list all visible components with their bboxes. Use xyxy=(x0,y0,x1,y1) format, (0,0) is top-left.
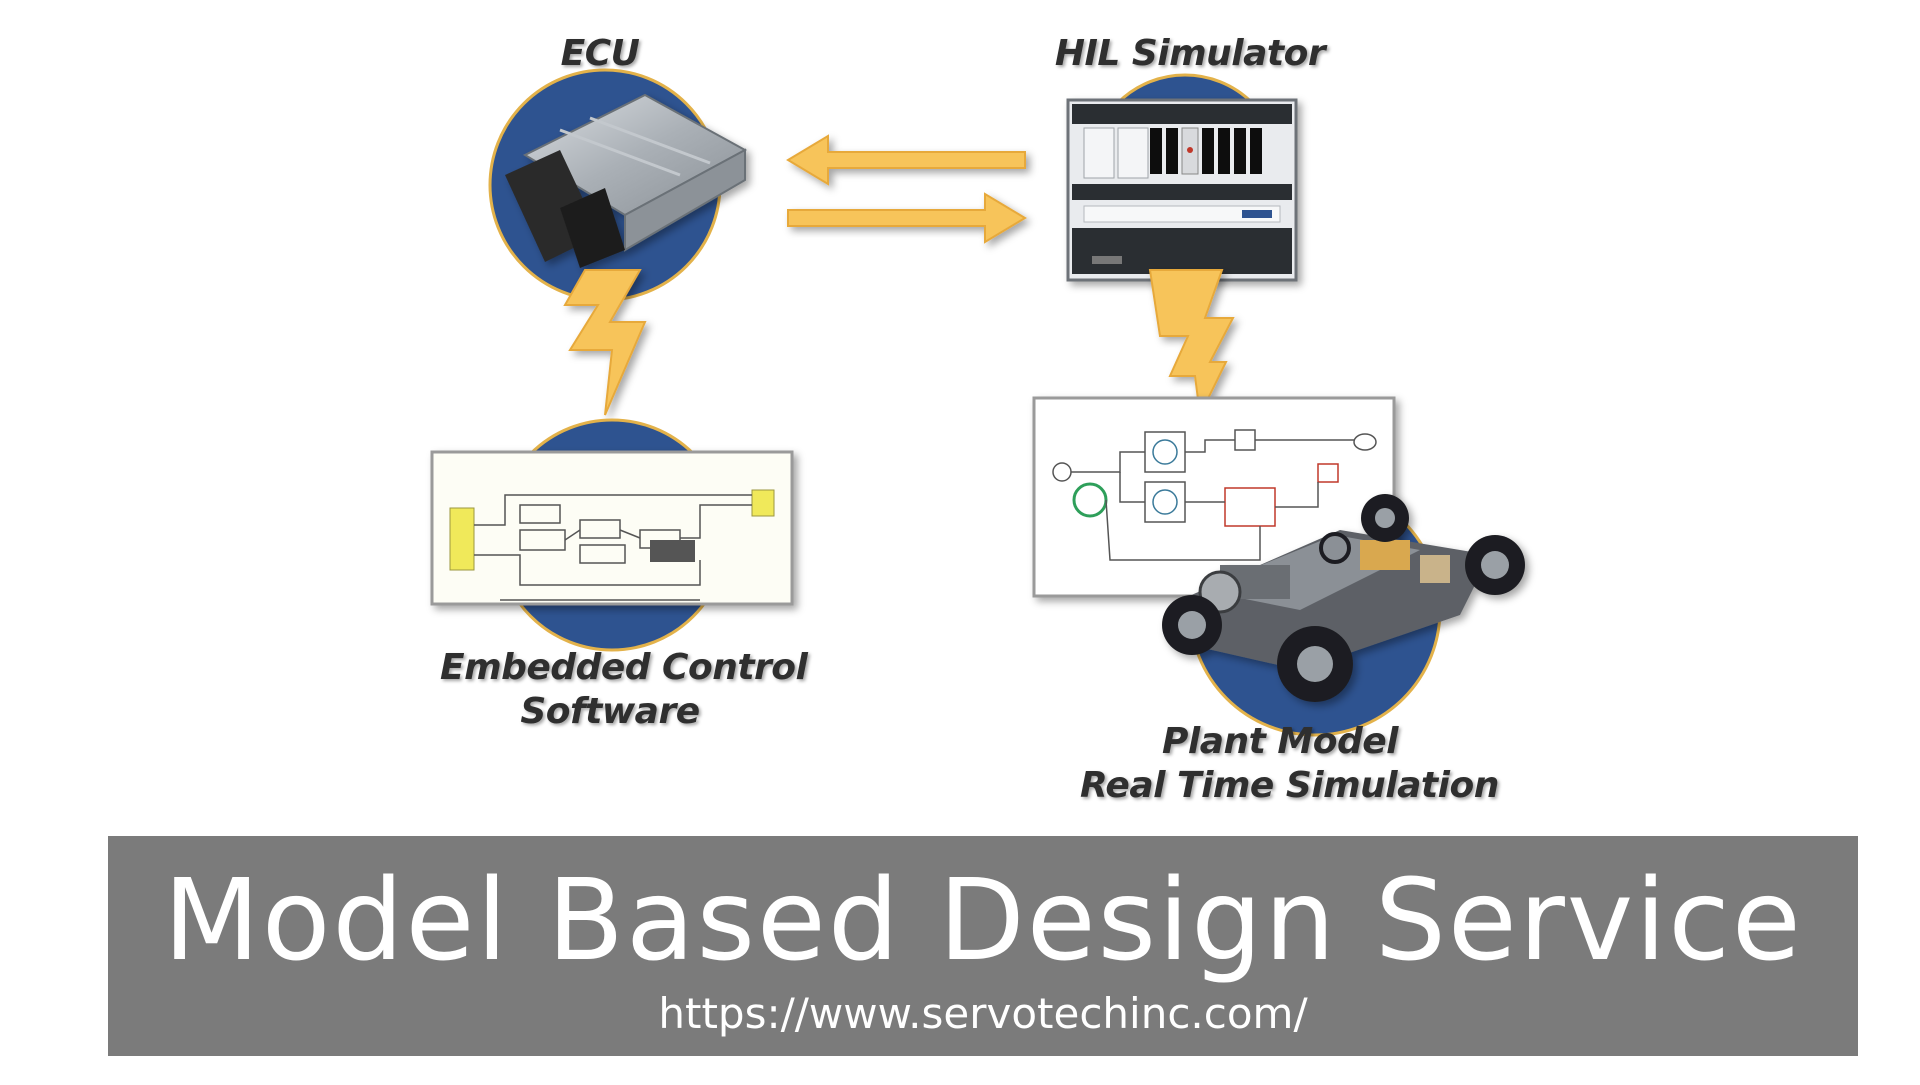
arrow-right-icon xyxy=(787,192,1027,244)
hil-simulator-label: HIL Simulator xyxy=(1054,33,1326,74)
vehicle-chassis-icon xyxy=(1162,494,1525,702)
plant-model-node xyxy=(1032,396,1525,737)
lightning-bolt-icon xyxy=(563,269,647,416)
embedded-label-line1: Embedded Control xyxy=(440,647,808,688)
embedded-label-line2: Software xyxy=(520,691,700,732)
hil-rack-icon xyxy=(1066,98,1298,282)
ecu-node xyxy=(488,68,748,302)
embedded-software-node xyxy=(430,418,794,652)
communication-arrows xyxy=(786,134,1027,244)
hil-simulator-node xyxy=(1066,73,1298,282)
arrow-left-icon xyxy=(786,134,1026,186)
banner-title: Model Based Design Service xyxy=(163,856,1803,986)
ecu-unit-icon xyxy=(505,93,748,268)
simulink-diagram-panel xyxy=(430,450,794,606)
title-banner: Model Based Design Service https://www.s… xyxy=(108,836,1858,1056)
lightning-bolt-icon xyxy=(1148,269,1235,419)
plant-label-line2: Real Time Simulation xyxy=(1080,765,1499,806)
ecu-label: ECU xyxy=(560,33,640,74)
plant-label-line1: Plant Model xyxy=(1162,721,1398,762)
website-link[interactable]: https://www.servotechinc.com/ xyxy=(658,989,1308,1038)
